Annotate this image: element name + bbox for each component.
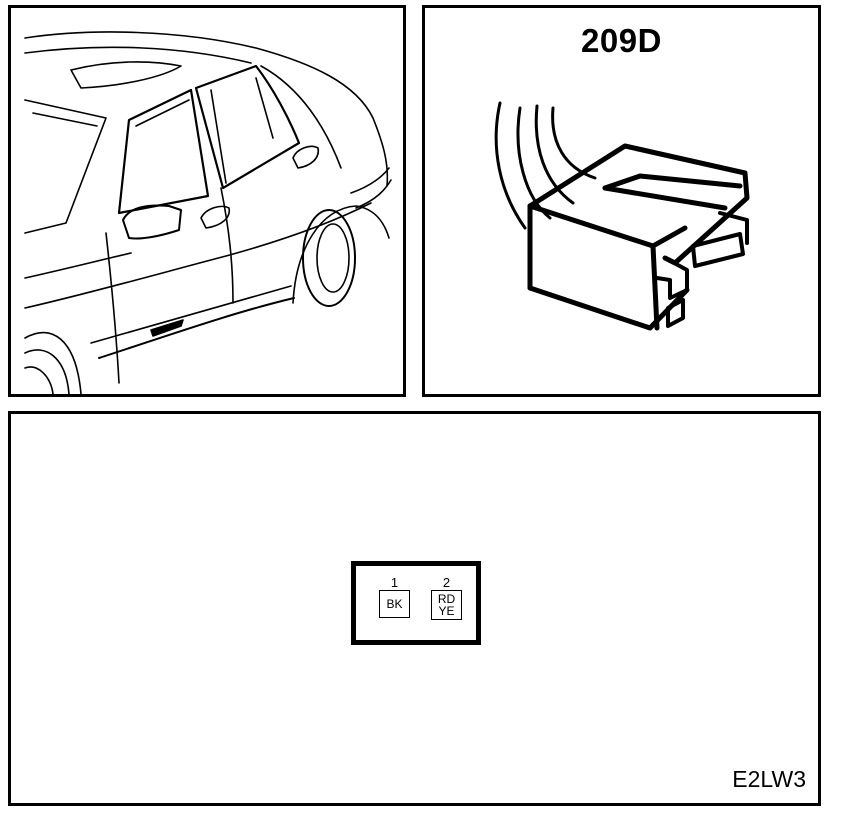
wire-color-label: YE [438,604,455,618]
wire-color-label: RD [437,592,456,606]
wire-color-label: BK [386,597,403,611]
vehicle-drawing [24,31,392,394]
pin-cavity: BK [379,590,410,618]
pin-number: 1 [390,575,399,590]
connector-drawing [494,101,750,331]
connector-id-label: 209D [581,22,662,59]
pin-2: 2 RD YE [431,576,462,620]
vehicle-location-panel [8,5,406,397]
pinout-panel: 1 BK 2 RD YE E2LW3 [8,411,821,806]
pin-number: 2 [442,575,451,590]
pin-cavity: RD YE [431,590,462,620]
connector-view-panel: 209D [422,5,821,397]
pin-1: 1 BK [379,576,410,618]
connector-face: 1 BK 2 RD YE [351,561,481,645]
diagram-code: E2LW3 [732,766,806,792]
